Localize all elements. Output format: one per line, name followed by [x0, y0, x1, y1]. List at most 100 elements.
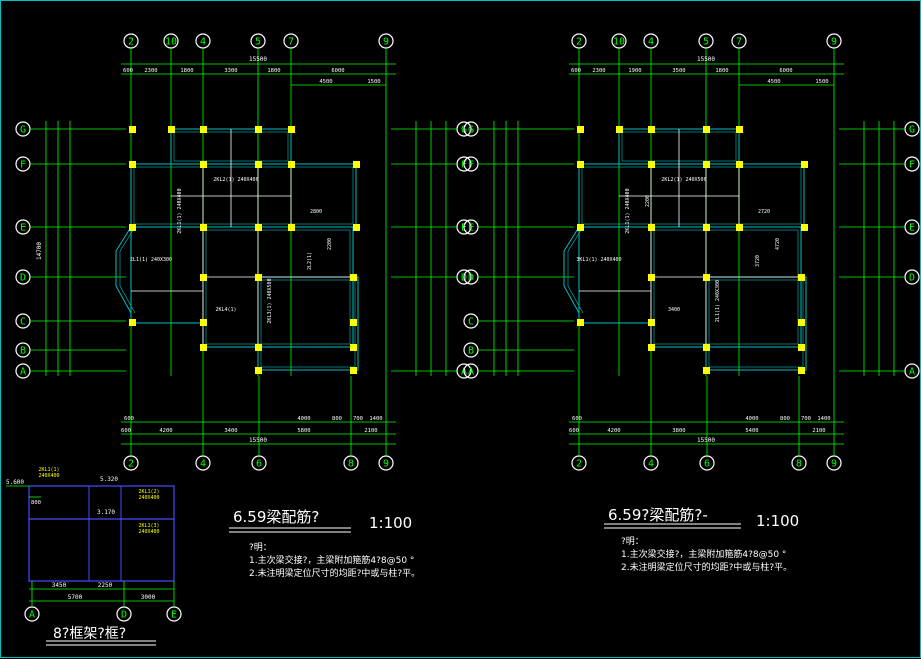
column — [801, 224, 808, 231]
left-axis-bubble-label: C — [468, 317, 474, 328]
left-title: 6.59梁配筋? — [233, 506, 319, 527]
right-axis-bubble-label: F — [909, 160, 915, 171]
column — [129, 319, 136, 326]
wall-left — [130, 226, 204, 324]
bottom-axis-bubble-label: 9 — [831, 459, 837, 470]
left-axis-bubble-label: A — [468, 367, 474, 378]
left-scale: 1:100 — [369, 514, 412, 532]
left-axis-bubble-label: G — [20, 125, 26, 136]
wall-left — [578, 226, 652, 324]
left-scale-text: 1:100 — [369, 514, 413, 532]
frame-axis-bubble-circle — [166, 606, 182, 622]
frame-beam-label: 240X400 — [38, 473, 59, 479]
left-axis-bubble-label: G — [468, 125, 474, 136]
beam-label: 3720 — [755, 255, 761, 267]
wall-mid — [130, 163, 357, 228]
column — [736, 161, 743, 168]
dim-top2: 4500 — [319, 79, 332, 85]
dim-bottom2: 5800 — [297, 428, 310, 434]
column — [255, 126, 262, 133]
dim-bottom1: 1400 — [369, 416, 382, 422]
left-axis-bubble-label: A — [20, 367, 26, 378]
column — [129, 126, 136, 133]
dim-bottom2: 3400 — [224, 428, 237, 434]
frame-level: 3.170 — [97, 509, 115, 516]
top-axis-bubble-label: 5 — [255, 37, 261, 48]
dim-top: 1800 — [715, 68, 728, 74]
column — [288, 161, 295, 168]
top-axis-bubble-label: 5 — [703, 37, 709, 48]
top-axis-bubble-label: 7 — [288, 37, 294, 48]
right-notes: ?明： 1.主次梁交接?，主梁附加箍筋4?8@50 ° 2.未注明梁定位尺寸的均… — [621, 536, 792, 575]
beam-label: 2KL1(1) 240X400 — [625, 188, 631, 233]
beam-label: 4720 — [775, 238, 781, 250]
bottom-axis-bubble-label: 2 — [576, 459, 582, 470]
bottom-axis-bubble-label: 8 — [796, 459, 802, 470]
frame-dim: 3000 — [141, 594, 156, 601]
column — [200, 274, 207, 281]
beam-label: 2L2(1) — [307, 252, 313, 270]
column — [129, 161, 136, 168]
column — [703, 367, 710, 374]
dim-top2: 1500 — [815, 79, 828, 85]
dim-top: 6000 — [779, 68, 792, 74]
column — [288, 224, 295, 231]
beam-label: 3KL1(1) 240X400 — [576, 257, 621, 263]
left-note-0: ?明： — [249, 543, 272, 553]
frame-beam-label: 2KL1(2) — [138, 489, 159, 495]
right-axis-bubble-label: G — [909, 125, 915, 136]
dim-bottom1: 800 — [780, 416, 790, 422]
top-axis-bubble-label: 9 — [831, 37, 837, 48]
frame-level: 5.320 — [100, 476, 118, 483]
left-axis-bubble-label: F — [20, 160, 26, 171]
right-axis-bubble-label: A — [909, 367, 915, 378]
dim-top: 3300 — [224, 68, 237, 74]
column — [350, 274, 357, 281]
dim-total-top: 15500 — [697, 56, 715, 63]
beam-label: 2L1(1) 240X300 — [715, 280, 721, 322]
dim-total-bottom: 15500 — [249, 437, 267, 444]
frame-axis-bubble-circle — [116, 606, 132, 622]
left-axis-bubble-label: B — [20, 346, 26, 357]
bottom-axis-bubble-label: 8 — [348, 459, 354, 470]
frame-axis-bubble-label: D — [121, 610, 127, 621]
right-axis-bubble-label: E — [909, 223, 915, 234]
frame-beam-label: 240X400 — [138, 495, 159, 501]
column — [168, 126, 175, 133]
top-axis-bubble-label: 2 — [576, 37, 582, 48]
column — [703, 126, 710, 133]
dim-top: 1800 — [180, 68, 193, 74]
column — [703, 274, 710, 281]
dim-top: 2300 — [592, 68, 605, 74]
dim-bottom1: 700 — [353, 416, 363, 422]
right-note-2: 2.未注明梁定位尺寸的均距?中或与柱?平。 — [621, 563, 793, 573]
dim-top2: 4500 — [767, 79, 780, 85]
beam-label: 2200 — [327, 238, 333, 250]
frame-dim: 2250 — [98, 582, 113, 589]
top-axis-bubble-label: 10 — [165, 37, 177, 48]
dim-top: 600 — [571, 68, 581, 74]
column — [577, 319, 584, 326]
bottom-axis-bubble-label: 6 — [256, 459, 262, 470]
column — [801, 161, 808, 168]
column — [648, 344, 655, 351]
column — [577, 161, 584, 168]
dim-bottom2: 3800 — [672, 428, 685, 434]
wall-bottom-inner — [708, 279, 804, 368]
left-axis-bubble-label: C — [20, 317, 26, 328]
right-scale-text: 1:100 — [756, 512, 800, 530]
dim-bottom2: 5400 — [745, 428, 758, 434]
wall-mid-inner — [581, 166, 802, 225]
column — [350, 344, 357, 351]
wall-bottom-inner — [260, 279, 356, 368]
bottom-axis-bubble-label: 4 — [200, 459, 206, 470]
dim-top: 1900 — [628, 68, 641, 74]
right-note-0: ?明： — [621, 537, 644, 547]
column — [648, 161, 655, 168]
column — [577, 126, 584, 133]
bay-window — [115, 226, 132, 323]
top-axis-bubble-label: 7 — [736, 37, 742, 48]
column — [200, 224, 207, 231]
column — [648, 274, 655, 281]
